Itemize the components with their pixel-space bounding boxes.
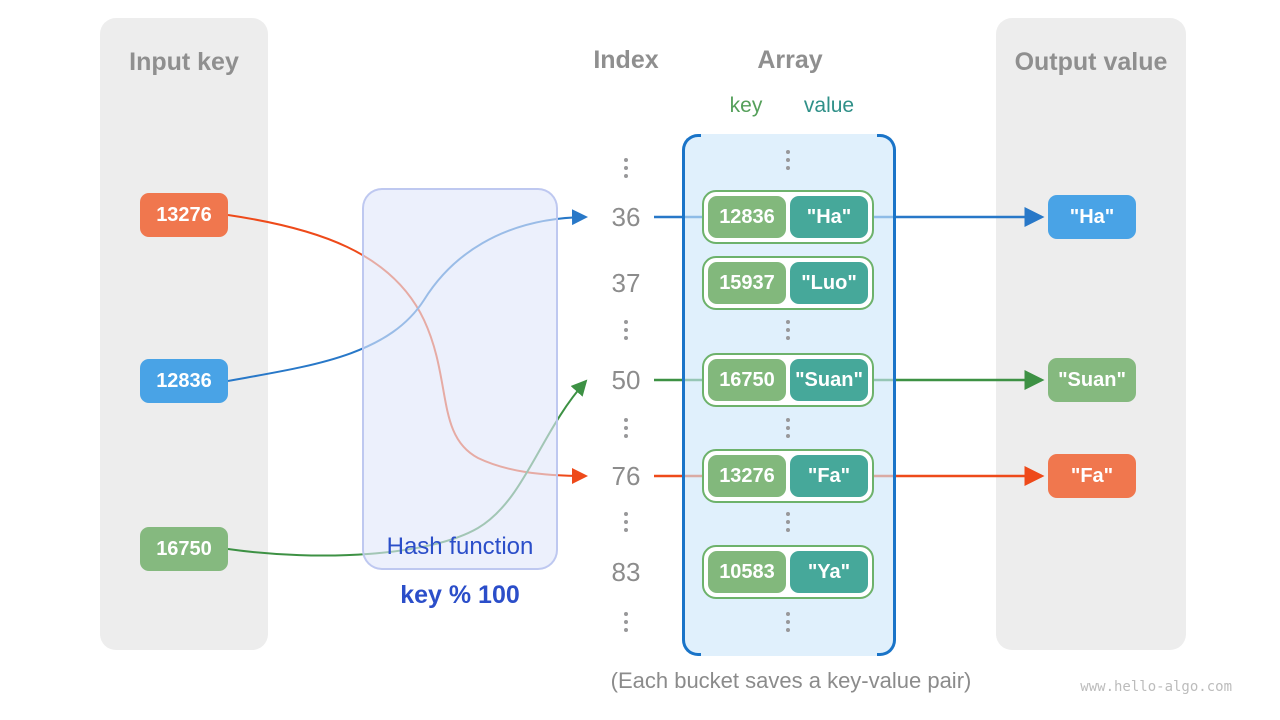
diagram-caption: (Each bucket saves a key-value pair)	[610, 668, 972, 693]
index-83: 83	[611, 557, 641, 587]
index-ellipsis	[611, 320, 641, 340]
array-ellipsis	[773, 418, 803, 438]
index-36: 36	[611, 202, 641, 232]
input-key-16750: 16750	[140, 527, 228, 571]
bucket-key: 13276	[708, 455, 786, 497]
bucket-value: "Ha"	[790, 196, 868, 238]
index-37: 37	[611, 268, 641, 298]
bucket-value: "Ya"	[790, 551, 868, 593]
output-panel-title: Output value	[1014, 48, 1168, 76]
bucket-key: 12836	[708, 196, 786, 238]
bucket-pair-37: 15937 "Luo"	[702, 256, 874, 310]
site-watermark: www.hello-algo.com	[1080, 679, 1232, 695]
array-ellipsis	[773, 612, 803, 632]
index-ellipsis	[611, 512, 641, 532]
bucket-key: 16750	[708, 359, 786, 401]
bucket-pair-76: 13276 "Fa"	[702, 449, 874, 503]
output-value-ha: "Ha"	[1048, 195, 1136, 239]
bucket-key: 10583	[708, 551, 786, 593]
index-ellipsis	[611, 418, 641, 438]
input-key-13276: 13276	[140, 193, 228, 237]
bucket-pair-36: 12836 "Ha"	[702, 190, 874, 244]
index-column-header: Index	[593, 46, 659, 74]
index-ellipsis	[611, 158, 641, 178]
hash-function-label: Hash function	[386, 533, 534, 560]
bucket-pair-83: 10583 "Ya"	[702, 545, 874, 599]
output-value-suan: "Suan"	[1048, 358, 1136, 402]
hash-function-formula: key % 100	[400, 581, 520, 609]
key-sub-header: key	[729, 94, 763, 117]
index-50: 50	[611, 365, 641, 395]
bucket-pair-50: 16750 "Suan"	[702, 353, 874, 407]
index-ellipsis	[611, 612, 641, 632]
bucket-key: 15937	[708, 262, 786, 304]
input-panel-title: Input key	[129, 48, 239, 76]
input-key-12836: 12836	[140, 359, 228, 403]
bucket-value: "Suan"	[790, 359, 868, 401]
index-76: 76	[611, 461, 641, 491]
array-ellipsis	[773, 512, 803, 532]
array-column-header: Array	[757, 46, 823, 74]
value-sub-header: value	[803, 94, 855, 117]
output-value-panel: Output value	[996, 18, 1186, 650]
array-ellipsis	[773, 150, 803, 170]
bucket-value: "Luo"	[790, 262, 868, 304]
array-ellipsis	[773, 320, 803, 340]
hash-function-box: Hash function key % 100	[362, 188, 558, 609]
bucket-value: "Fa"	[790, 455, 868, 497]
output-value-fa: "Fa"	[1048, 454, 1136, 498]
